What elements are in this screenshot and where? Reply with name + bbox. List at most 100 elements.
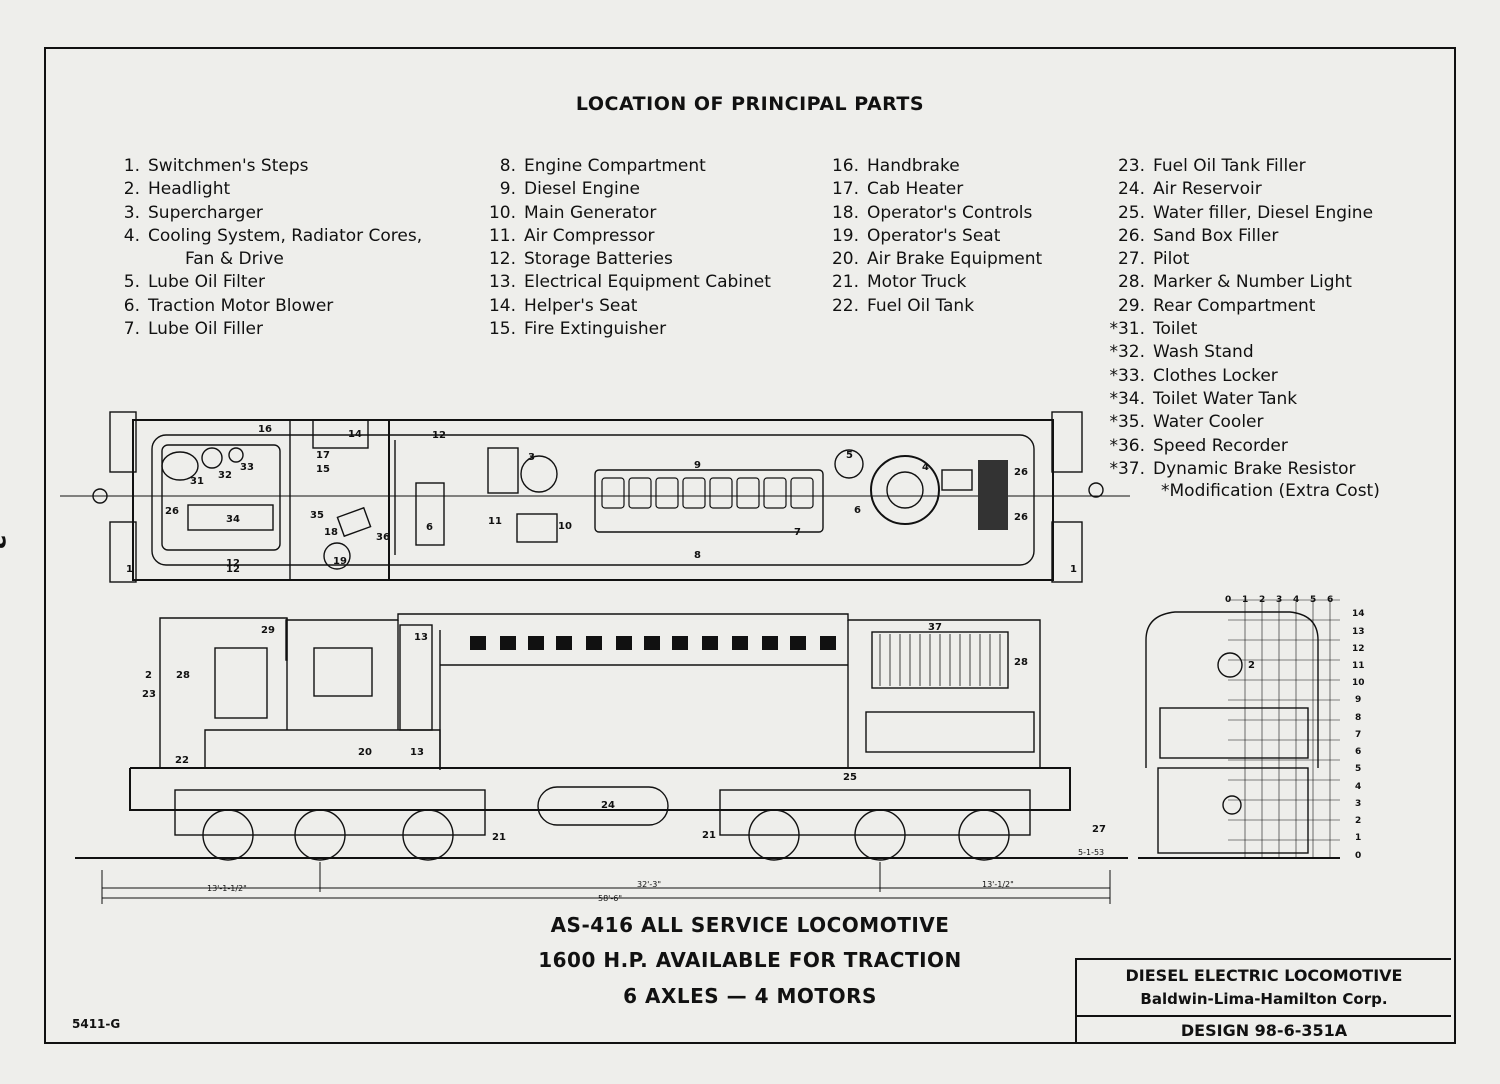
part-name: Traction Motor Blower [148, 295, 334, 316]
plan-callout: 9 [694, 460, 701, 471]
plan-callout: 12 [226, 558, 240, 569]
parts-list-item: 20. Air Brake Equipment [825, 248, 1042, 271]
parts-list-item: 29.Rear Compartment [1105, 295, 1373, 318]
parts-list-item: 11.Air Compressor [482, 225, 771, 248]
end-scale-v: 5 [1355, 764, 1361, 774]
part-number: 20. [831, 249, 859, 270]
parts-list-item: 26.Sand Box Filler [1105, 225, 1373, 248]
side-callout: 13 [414, 632, 428, 643]
drawing-date: 5-1-53 [1078, 848, 1104, 857]
parts-list-item: 7.Lube Oil Filler [118, 318, 422, 341]
right-truck [719, 789, 1031, 861]
side-callout: 28 [1014, 657, 1028, 668]
locomotive-title-line1: AS-416 ALL SERVICE LOCOMOTIVE [550, 913, 950, 937]
part-name: Lube Oil Filter [148, 272, 265, 293]
part-number: *33. [1109, 365, 1145, 386]
plan-callout: 6 [426, 522, 433, 533]
end-scale-h: 6 [1327, 595, 1333, 605]
plan-callout: 12 [432, 430, 446, 441]
title-block-manufacturer: Baldwin-Lima-Hamilton Corp. [1140, 990, 1388, 1008]
side-callout: 24 [601, 800, 615, 811]
part-name: Air Reservoir [1153, 179, 1262, 200]
parts-list-item: 8.Engine Compartment [482, 155, 771, 178]
part-name: Headlight [148, 179, 231, 200]
part-name: Fuel Oil Tank Filler [1153, 156, 1306, 176]
plan-callout: 16 [258, 424, 272, 435]
parts-list-item: 23. Fuel Oil Tank Filler [1105, 155, 1373, 178]
plan-callout: 6 [854, 505, 861, 516]
part-number: 6. [123, 295, 140, 316]
plan-callout: 26 [1014, 512, 1028, 523]
plan-callout: 19 [333, 556, 347, 567]
parts-list-item: 21.Motor Truck [825, 271, 1042, 294]
end-scale-v: 12 [1352, 644, 1365, 654]
part-name: Air Brake Equipment [867, 249, 1043, 270]
end-scale-v: 6 [1355, 747, 1361, 757]
plan-callout: 11 [488, 516, 502, 527]
plan-callout: 4 [922, 462, 929, 473]
part-name: Fan & Drive [185, 249, 284, 270]
part-number: 3. [123, 202, 140, 223]
part-number: 23. [1117, 156, 1145, 176]
part-name: Fuel Oil Tank [867, 295, 975, 316]
part-number: 5. [123, 272, 140, 293]
parts-list-item: 19.Operator's Seat [825, 225, 1042, 248]
part-number: *31. [1109, 319, 1145, 340]
part-name: Switchmen's Steps [148, 156, 309, 176]
end-scale-h: 1 [1242, 595, 1248, 605]
plan-callout: 32 [218, 470, 232, 481]
part-name: Engine Compartment [524, 156, 706, 176]
parts-list-item: 4.Cooling System, Radiator Cores, [118, 225, 422, 248]
plan-callout: 1 [1070, 564, 1077, 575]
part-name: Clothes Locker [1153, 365, 1278, 386]
title-block-line1: DIESEL ELECTRIC LOCOMOTIVE [1125, 966, 1403, 985]
part-number: *36. [1109, 435, 1145, 456]
plan-callout: 33 [240, 462, 254, 473]
part-name: Operator's Controls [867, 202, 1033, 223]
plan-callout: 35 [310, 510, 324, 521]
parts-list-item: 27.Pilot [1105, 248, 1373, 271]
locomotive-title-line3: 6 AXLES — 4 MOTORS [623, 984, 877, 1008]
parts-list-column-1: 1. Switchmen's Steps 2. Headlight 3. Supercha… [118, 155, 422, 341]
part-name: Supercharger [148, 202, 263, 223]
part-name: Main Generator [524, 202, 657, 223]
part-name: Pilot [1153, 249, 1190, 270]
plan-callout: 36 [376, 532, 390, 543]
plan-callout: 1 [126, 564, 133, 575]
parts-list-item: 24.Air Reservoir [1105, 178, 1373, 201]
end-scale-v: 9 [1355, 695, 1361, 705]
part-number: 12. [488, 249, 516, 270]
plan-callout: 3 [528, 452, 535, 463]
parts-list-item: 16.Handbrake [825, 155, 1042, 178]
part-number: 14. [488, 295, 516, 316]
plan-callout: 7 [794, 527, 801, 538]
left-truck [174, 789, 486, 861]
side-callout: 21 [702, 830, 716, 841]
parts-list-item: *33. Clothes Locker [1105, 365, 1373, 388]
part-number: 19. [831, 225, 859, 246]
end-scale-v: 2 [1355, 816, 1361, 826]
end-scale-v: 1 [1355, 833, 1361, 843]
parts-list-item: *31.Toilet [1105, 318, 1373, 341]
part-name: Fire Extinguisher [524, 319, 667, 340]
part-name: Lube Oil Filler [148, 319, 263, 340]
parts-list-item: 6. Traction Motor Blower [118, 295, 422, 318]
part-number: *37. [1109, 458, 1145, 479]
parts-list-item: 17.Cab Heater [825, 178, 1042, 201]
part-number: 15. [488, 319, 516, 340]
end-view [1138, 599, 1340, 859]
parts-list-item: *36.Speed Recorder [1105, 435, 1373, 458]
part-number: 9. [499, 179, 516, 200]
plan-callout: 34 [226, 514, 240, 525]
part-number: 1. [123, 156, 140, 176]
part-name: Dynamic Brake Resistor [1153, 458, 1356, 479]
parts-list-item: *35.Water Cooler [1105, 411, 1373, 434]
end-scale-v: 7 [1355, 730, 1361, 740]
part-number: 2. [123, 179, 140, 200]
part-number: 22. [831, 295, 859, 316]
part-name: Electrical Equipment Cabinet [524, 272, 771, 293]
dimension-truck-centers: 32'-3" [637, 880, 661, 889]
part-number: 29. [1117, 295, 1145, 316]
